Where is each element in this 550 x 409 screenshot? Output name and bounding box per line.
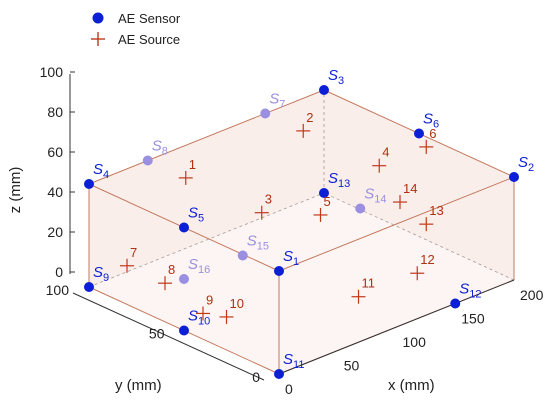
source-label: 7 [130,245,137,260]
sensor-marker [179,325,189,336]
y-tick-label: 50 [149,326,165,342]
sensor-label: S12 [459,281,481,301]
z-tick-label: 60 [47,144,63,160]
sensor-label: S8 [152,138,168,158]
source-marker [158,276,172,291]
source-marker [178,170,193,185]
axis-layer: 0 20 40 60 80 100 0 50 100 0 50 100 150 200 z (mm) y (m… [7,64,544,397]
source-label: 9 [206,292,213,307]
legend-sensor-marker [92,12,104,24]
sensor-marker [260,108,271,119]
source-marker [296,123,311,138]
sensor-label: S3 [328,67,344,87]
source-label: 13 [429,203,443,218]
sensor-label: S2 [518,154,534,174]
source-marker [313,207,328,222]
legend-source-marker [91,32,105,46]
legend-sensor-label: AE Sensor [118,11,181,26]
source-label: 14 [403,181,417,196]
source-marker [120,258,134,273]
z-tick-label: 20 [47,224,63,240]
source-label: 2 [306,110,313,125]
source-label: 11 [362,276,376,291]
sensor-marker [84,282,94,292]
x-axis-line [278,279,515,375]
source-marker [351,289,366,304]
x-tick-label: 200 [520,287,544,303]
sensor-label: S10 [188,308,210,328]
y-tick-label: 100 [46,282,70,298]
sensor-marker [274,266,284,276]
source-marker [196,306,210,321]
sensor-marker [450,298,461,309]
z-tick-label: 80 [47,104,63,120]
source-marker [372,158,387,173]
sensor-marker [142,155,153,166]
source-marker [219,309,234,324]
sensor-label: S13 [328,170,350,190]
sensor-label: S6 [423,111,439,131]
box-face [89,90,514,271]
sensor-label: S16 [188,256,210,276]
source-label: 4 [382,145,389,160]
sensor-label: S9 [93,264,109,284]
sensor-label: S11 [283,351,304,371]
box-edge [88,89,325,185]
source-marker [393,195,407,210]
y-axis-line [72,292,265,381]
source-label: 12 [420,252,434,267]
x-tick-label: 150 [461,311,485,327]
source-marker [410,266,425,281]
source-marker [254,205,269,220]
sensor-label: S15 [247,233,269,253]
source-label: 8 [168,262,175,277]
sensor-marker [84,179,94,189]
source-label: 5 [324,194,331,209]
source-label: 1 [189,157,196,172]
x-axis-label: x (mm) [388,377,435,394]
x-tick-label: 100 [403,334,427,350]
sensor-marker [355,203,366,214]
sensor-marker [319,85,329,95]
box-face [324,90,514,280]
sensor-label: S7 [269,91,285,111]
z-tick-label: 0 [55,264,63,280]
z-tick-label: 40 [47,184,63,200]
box-face [279,177,514,374]
sensor-marker [179,274,189,284]
sensor-marker [414,128,424,139]
legend-source-label: AE Source [118,32,180,47]
sensor-label: S1 [283,248,299,268]
y-tick-label: 0 [252,369,260,385]
x-tick-label: 50 [344,358,360,374]
source-marker [419,217,434,232]
sensor-label: S4 [93,161,109,181]
z-tick-label: 100 [40,64,64,80]
sensor-marker [319,188,329,198]
sensor-marker [237,250,248,261]
sensor-marker [509,172,519,182]
box-hidden-edge [88,192,325,288]
source-label: 3 [265,192,272,207]
source-label: 6 [429,126,436,141]
source-marker [419,139,434,154]
sensor-marker [179,222,189,233]
sensor-marker [274,369,284,379]
y-axis-label: y (mm) [115,377,162,394]
legend: AE Sensor AE Source [91,11,181,47]
sensor-label: S14 [364,186,386,206]
z-axis-label: z (mm) [7,167,24,214]
x-tick-label: 0 [285,381,293,397]
box-edge [278,176,515,272]
box-face [89,90,324,287]
sensor-label: S5 [188,205,204,225]
source-label: 10 [230,296,244,311]
